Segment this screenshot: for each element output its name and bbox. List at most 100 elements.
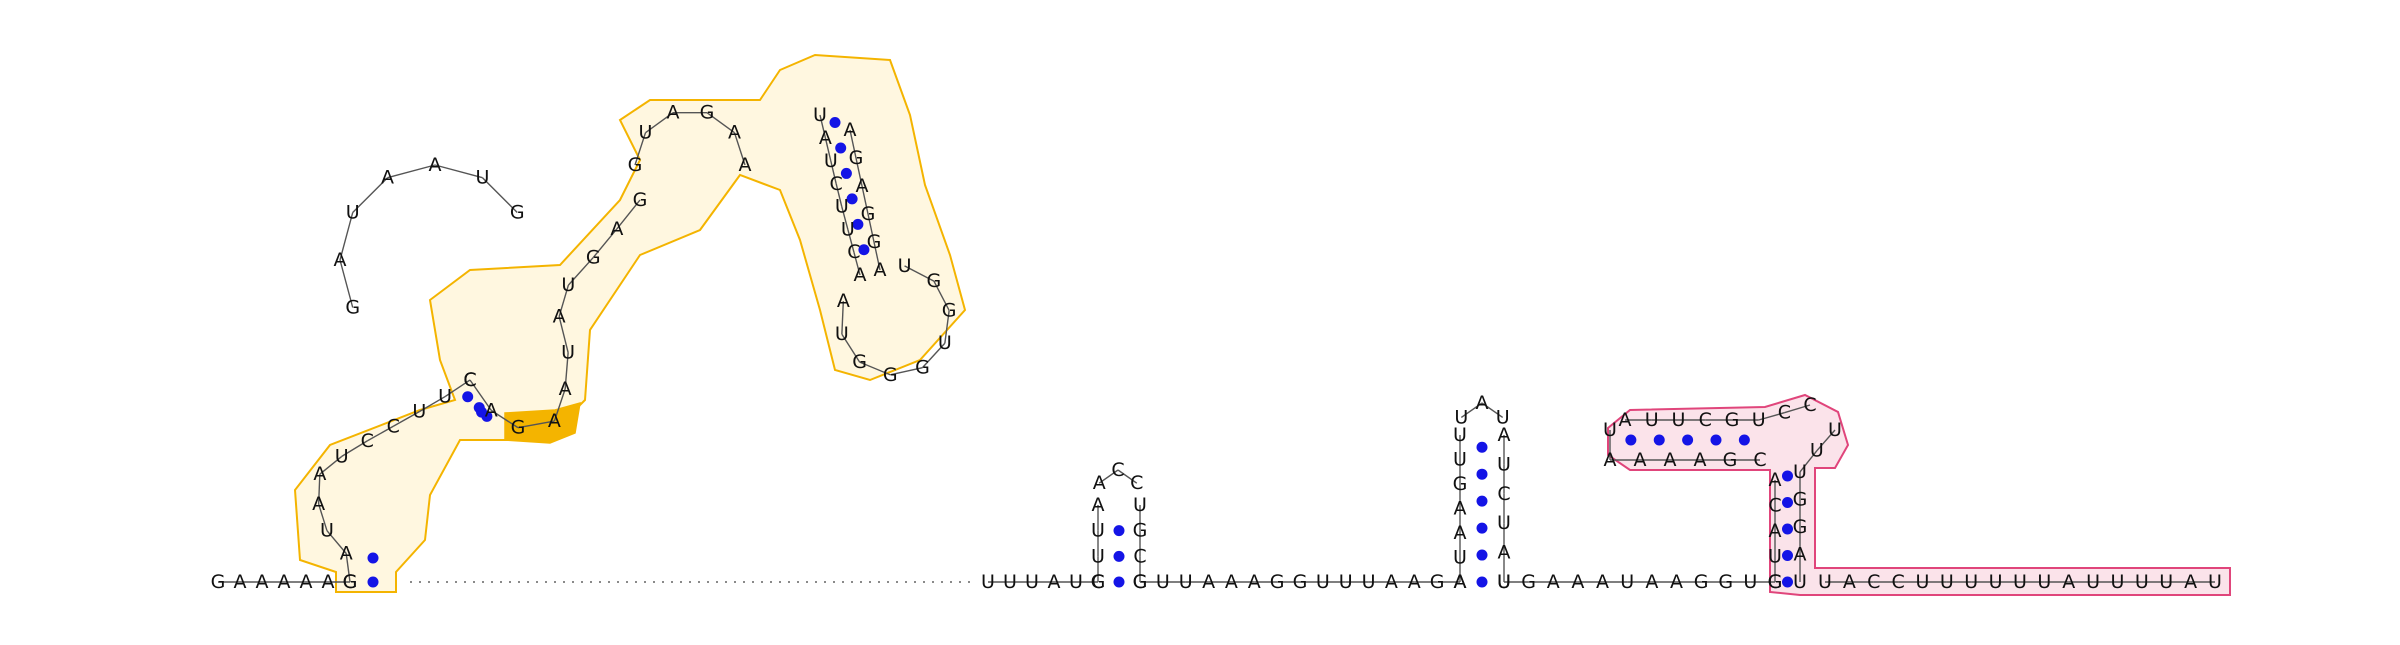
domain-b-nucleotide: U xyxy=(1793,461,1807,483)
backbone-link xyxy=(867,213,875,243)
domain-a-nucleotide: U xyxy=(320,520,334,542)
domain-a-nucleotide: A xyxy=(728,122,741,144)
domain-a-nucleotide: A xyxy=(667,102,680,124)
domain-a-nucleotide: A xyxy=(340,543,353,565)
domain-a-nucleotide: G xyxy=(852,351,867,373)
backbone-link xyxy=(1799,450,1818,473)
domain-a-nucleotide: U xyxy=(561,274,575,296)
base-pair-dot xyxy=(840,167,852,179)
three-prime-nucleotide: U xyxy=(2111,571,2125,593)
five-prime-nucleotide: A xyxy=(300,571,313,593)
domain-a-nucleotide: G xyxy=(915,357,930,379)
linker-nucleotide: U xyxy=(1003,571,1017,593)
hairpin-2-nucleotide: U xyxy=(1091,545,1105,567)
hairpin-2-nucleotide: U xyxy=(1133,494,1147,516)
backbone-link xyxy=(317,474,321,505)
domain-a-nucleotide: C xyxy=(463,369,476,391)
base-pair-dot xyxy=(1738,434,1750,446)
domain-a-outline xyxy=(293,53,967,593)
domain-b-nucleotide: U xyxy=(1672,409,1686,431)
domain-a-nucleotide: A xyxy=(429,154,442,176)
backbone-link xyxy=(1816,429,1836,452)
base-pair-dot xyxy=(1782,523,1793,535)
linker-nucleotide: A xyxy=(1596,571,1609,593)
linker-nucleotide: G xyxy=(1270,571,1285,593)
linker-nucleotide: C xyxy=(1091,571,1104,593)
hairpin-3-nucleotide: U xyxy=(1453,449,1467,471)
base-pair-dot xyxy=(476,406,488,418)
linker-nucleotide: U xyxy=(1156,571,1170,593)
domain-b-nucleotide: C xyxy=(1778,402,1791,424)
three-prime-nucleotide: U xyxy=(1989,571,2003,593)
backbone-link xyxy=(326,530,347,554)
backbone-link xyxy=(824,137,832,162)
domain-b-nucleotide: U xyxy=(1828,419,1842,441)
domain-b-nucleotide: C xyxy=(1803,394,1816,416)
linker-nucleotide: U xyxy=(981,571,995,593)
domain-b-nucleotide: G xyxy=(1768,571,1783,593)
base-pair-dot xyxy=(1782,576,1793,588)
backbone-link xyxy=(482,177,518,213)
linker-nucleotide: A xyxy=(1048,571,1061,593)
hairpin-2-nucleotide: C xyxy=(1133,545,1146,567)
three-prime-nucleotide: U xyxy=(2037,571,2051,593)
base-pair-dot xyxy=(1653,434,1665,446)
linker-nucleotide: A xyxy=(1248,571,1261,593)
domain-a-nucleotide: A xyxy=(313,463,326,485)
three-prime-nucleotide: U xyxy=(2135,571,2149,593)
domain-b-nucleotide: A xyxy=(1619,409,1632,431)
base-pair-dot xyxy=(1782,470,1793,482)
hairpin-3-nucleotide: U xyxy=(1497,571,1511,593)
backbone-link xyxy=(1758,412,1785,421)
backbone-link xyxy=(616,199,641,230)
backbone-link xyxy=(558,316,569,353)
domain-a-nucleotide: A xyxy=(485,399,498,421)
domain-a-nucleotide: A xyxy=(381,167,394,189)
linker-nucleotide: U xyxy=(1743,571,1757,593)
base-pair-dot xyxy=(1710,434,1722,446)
domain-a-nucleotide: G xyxy=(883,364,898,386)
linker-nucleotide: G xyxy=(1293,571,1308,593)
hairpin-2-nucleotide: G xyxy=(1091,571,1106,593)
linker-nucleotide: U xyxy=(1179,571,1193,593)
base-pair-dot xyxy=(462,391,474,403)
backbone-link xyxy=(706,112,735,134)
five-prime-nucleotide: A xyxy=(278,571,291,593)
backbone-link xyxy=(861,185,869,215)
domain-a-nucleotide: U xyxy=(335,445,349,467)
linker-nucleotide: G xyxy=(1694,571,1709,593)
domain-b-nucleotide: A xyxy=(1794,543,1807,565)
backbone-link xyxy=(1117,469,1138,484)
domain-b-nucleotide: A xyxy=(1694,449,1707,471)
domain-b-nucleotide: U xyxy=(1810,440,1824,462)
linker-nucleotide: A xyxy=(1645,571,1658,593)
backbone-link xyxy=(319,455,343,475)
domain-a-nucleotide: C xyxy=(463,369,476,391)
linker-nucleotide: A xyxy=(1385,571,1398,593)
domain-b-nucleotide: G xyxy=(1793,516,1808,538)
backbone-link xyxy=(841,301,845,335)
base-pair-dots xyxy=(367,117,1793,588)
hairpin-2-nucleotide: A xyxy=(1092,494,1105,516)
base-pair-dot xyxy=(1113,576,1125,588)
linker-nucleotide: U xyxy=(1025,571,1039,593)
domain-a-nucleotide: A xyxy=(856,175,869,197)
three-prime-nucleotide: U xyxy=(2086,571,2100,593)
hairpin-3-nucleotide: U xyxy=(1453,547,1467,569)
domain-a-nucleotide: C xyxy=(361,430,374,452)
backbone-link xyxy=(841,206,849,230)
domain-a-nucleotide: U xyxy=(561,342,575,364)
base-pair-dot xyxy=(1476,495,1488,507)
backbone-link xyxy=(859,361,891,376)
three-prime-nucleotide: U xyxy=(2013,571,2027,593)
domain-a-nucleotide: G xyxy=(510,202,525,224)
linker-nucleotide: U xyxy=(1497,571,1511,593)
domain-a-nucleotide: G xyxy=(586,247,601,269)
backbone-links xyxy=(218,111,2215,583)
base-pair-dot xyxy=(367,576,379,588)
base-pair-dot xyxy=(846,193,858,205)
domain-a-nucleotide: C xyxy=(847,241,860,263)
domain-a-nucleotide: A xyxy=(312,493,325,515)
domain-b-nucleotide: A xyxy=(1769,520,1782,542)
